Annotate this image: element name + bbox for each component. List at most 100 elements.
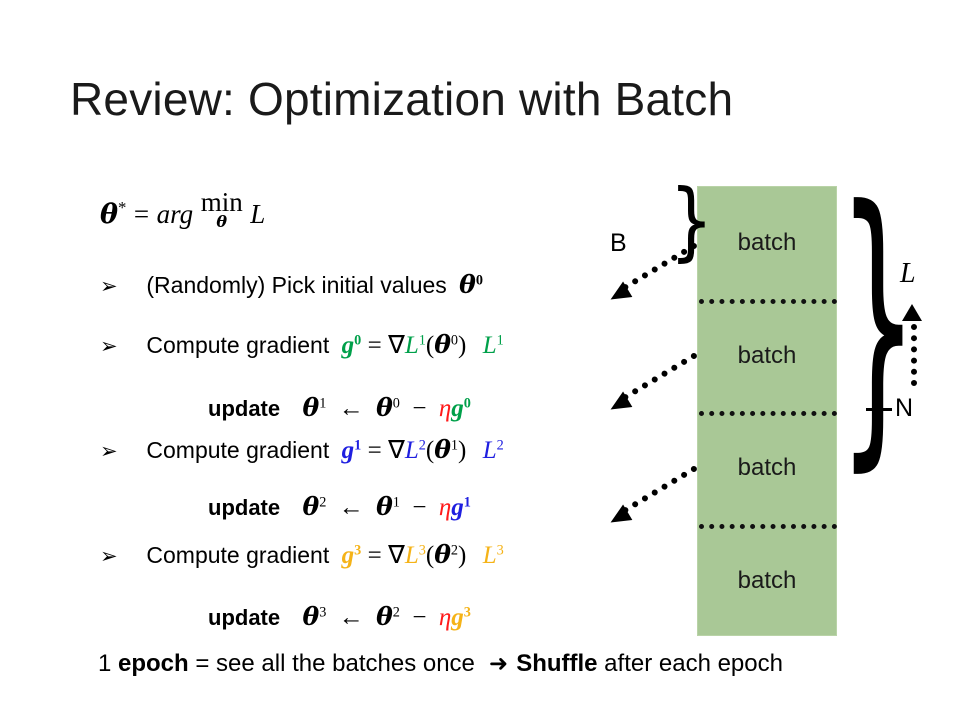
left-arrow-icon: ← bbox=[338, 494, 364, 521]
batch-label: batch bbox=[737, 341, 797, 369]
minus-sign: − bbox=[412, 494, 427, 521]
gradient-g-superscript: 1 bbox=[354, 437, 362, 454]
batch-cell: batch bbox=[698, 300, 836, 413]
open-paren: ( bbox=[425, 542, 435, 569]
bullet-arrow-icon: ➢ bbox=[100, 334, 118, 358]
update-step-2: update θ2 ← θ1 − ηg1 bbox=[208, 492, 471, 522]
caption-epoch-bold: epoch bbox=[118, 650, 189, 677]
theta-new-superscript: 3 bbox=[319, 604, 327, 621]
objective-formula: θ* = arg min θ L bbox=[100, 187, 266, 231]
equals-sign: = bbox=[367, 542, 382, 569]
minus-sign: − bbox=[412, 395, 427, 422]
theta-symbol: θ bbox=[100, 198, 119, 230]
gradient-g-symbol: g bbox=[341, 437, 355, 464]
update-label: update bbox=[208, 495, 281, 520]
minus-sign: − bbox=[412, 604, 427, 631]
loss-symbol: L bbox=[404, 542, 419, 569]
right-arrow-icon: ➜ bbox=[488, 651, 509, 677]
bullet-arrow-icon: ➢ bbox=[100, 544, 118, 568]
theta-symbol: θ bbox=[434, 330, 451, 359]
loss-superscript: 2 bbox=[418, 437, 426, 454]
caption-suffix: after each epoch bbox=[597, 650, 783, 677]
theta-old-superscript: 0 bbox=[392, 395, 400, 412]
batch-divider bbox=[699, 299, 837, 304]
trailing-loss-symbol: L bbox=[482, 332, 497, 359]
nabla-icon: ∇ bbox=[388, 437, 405, 464]
bullet-pick-initial-values: ➢ (Randomly) Pick initial values θ0 bbox=[100, 272, 483, 297]
loss-symbol: L bbox=[404, 437, 419, 464]
equals-sign: = bbox=[367, 437, 382, 464]
caption-prefix: 1 bbox=[98, 650, 119, 677]
close-paren: ) bbox=[458, 542, 467, 569]
min-subscript-theta: θ bbox=[216, 211, 228, 231]
batch-column: batch batch batch batch bbox=[697, 186, 837, 636]
bullet-label: Compute gradient bbox=[146, 542, 330, 568]
caption-middle: = see all the batches once bbox=[188, 650, 475, 677]
open-paren: ( bbox=[425, 437, 435, 464]
theta-old-symbol: θ bbox=[376, 602, 393, 631]
brace-batch-size: } bbox=[669, 171, 714, 271]
eta-symbol: η bbox=[438, 395, 452, 422]
open-paren: ( bbox=[425, 332, 435, 359]
close-paren: ) bbox=[458, 332, 467, 359]
theta-old-superscript: 2 bbox=[392, 604, 400, 621]
left-arrow-icon: ← bbox=[338, 395, 364, 422]
theta-old-superscript: 1 bbox=[392, 494, 400, 511]
batch-label: batch bbox=[737, 566, 797, 594]
theta-star-superscript: * bbox=[118, 197, 127, 217]
theta-new-superscript: 2 bbox=[319, 494, 327, 511]
loss-arrow-shaft-icon bbox=[911, 324, 917, 386]
theta-superscript: 2 bbox=[450, 542, 459, 559]
loss-symbol: L bbox=[250, 198, 266, 229]
bullet-compute-gradient-1: ➢ Compute gradient g1 = ∇L2(θ1) L2 bbox=[100, 437, 504, 463]
theta-old-symbol: θ bbox=[376, 492, 393, 521]
update-label: update bbox=[208, 396, 281, 421]
loss-superscript: 3 bbox=[418, 542, 426, 559]
initial-theta-symbol: θ bbox=[459, 270, 476, 299]
bullet-compute-gradient-3: ➢ Compute gradient g3 = ∇L3(θ2) L3 bbox=[100, 542, 504, 568]
trailing-loss-superscript: 1 bbox=[496, 332, 504, 349]
update-step-3: update θ3 ← θ2 − ηg3 bbox=[208, 602, 471, 632]
gradient-g-symbol: g bbox=[341, 332, 355, 359]
initial-theta-superscript: 0 bbox=[475, 272, 483, 289]
trailing-loss-symbol: L bbox=[482, 437, 497, 464]
batch-label: batch bbox=[737, 454, 797, 482]
dataset-size-label: N bbox=[895, 394, 914, 422]
page-title: Review: Optimization with Batch bbox=[70, 73, 734, 125]
loss-superscript: 1 bbox=[418, 332, 426, 349]
trailing-loss-superscript: 3 bbox=[496, 542, 504, 559]
nabla-icon: ∇ bbox=[388, 332, 405, 359]
theta-superscript: 1 bbox=[450, 437, 459, 454]
batch-size-label: B bbox=[610, 229, 627, 257]
equals-sign: = bbox=[133, 198, 150, 229]
gradient-g-superscript: 0 bbox=[463, 395, 471, 412]
theta-new-symbol: θ bbox=[302, 492, 320, 521]
loss-symbol: L bbox=[404, 332, 419, 359]
gradient-g-symbol: g bbox=[451, 494, 464, 521]
arg-operator: arg bbox=[156, 198, 194, 229]
batch-divider bbox=[699, 524, 837, 529]
batch-cell: batch bbox=[698, 412, 836, 525]
equals-sign: = bbox=[367, 332, 382, 359]
loss-arrow-head-icon bbox=[902, 304, 922, 321]
theta-new-symbol: θ bbox=[302, 393, 320, 422]
update-label: update bbox=[208, 605, 281, 630]
gradient-g-symbol: g bbox=[341, 542, 355, 569]
nabla-icon: ∇ bbox=[388, 542, 405, 569]
bullet-label: Compute gradient bbox=[146, 332, 330, 358]
gradient-g-superscript: 3 bbox=[463, 604, 471, 621]
min-operator: min bbox=[200, 187, 243, 217]
bullet-arrow-icon: ➢ bbox=[100, 274, 118, 298]
bullet-arrow-icon: ➢ bbox=[100, 439, 118, 463]
bullet-label: (Randomly) Pick initial values bbox=[146, 272, 447, 298]
theta-new-symbol: θ bbox=[302, 602, 320, 631]
gradient-g-superscript: 0 bbox=[354, 332, 362, 349]
gradient-g-symbol: g bbox=[451, 395, 464, 422]
batch-divider bbox=[699, 411, 837, 416]
bullet-label: Compute gradient bbox=[146, 437, 330, 463]
trailing-loss-superscript: 2 bbox=[496, 437, 504, 454]
theta-superscript: 0 bbox=[450, 332, 459, 349]
theta-old-symbol: θ bbox=[376, 393, 393, 422]
eta-symbol: η bbox=[438, 494, 452, 521]
close-paren: ) bbox=[458, 437, 467, 464]
